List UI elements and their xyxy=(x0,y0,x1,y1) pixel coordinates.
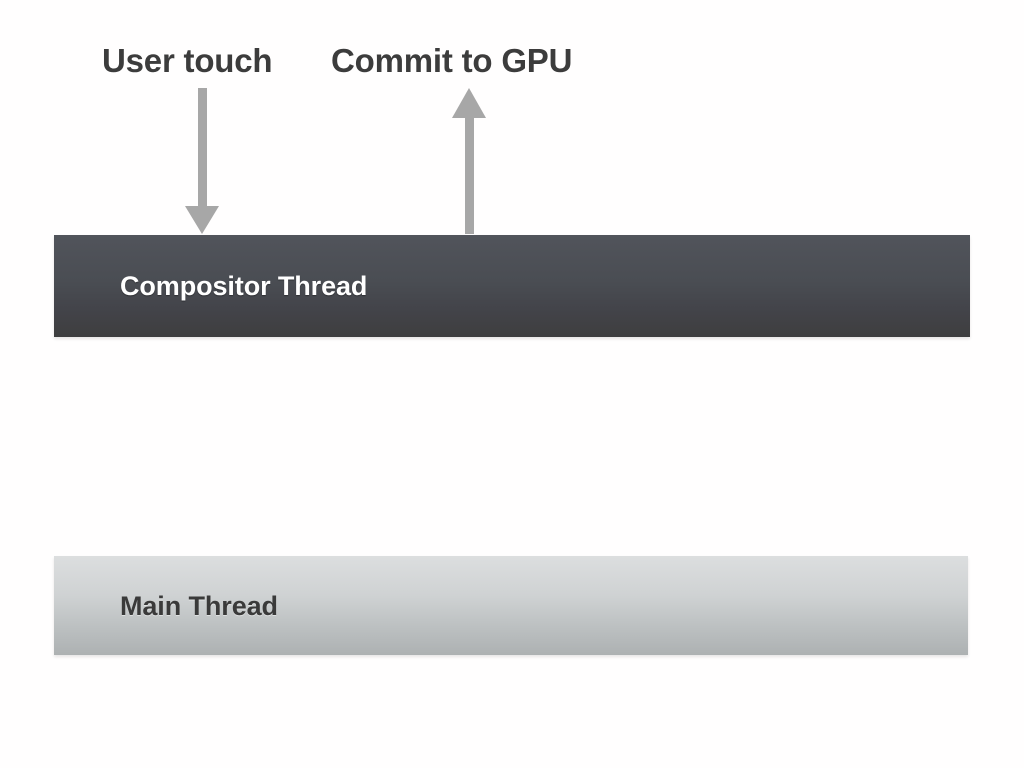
arrow-up-icon xyxy=(452,88,486,234)
thread-bar-label-compositor-thread: Compositor Thread xyxy=(120,271,368,301)
arrow-head xyxy=(185,206,219,234)
annotation-label-commit-gpu: Commit to GPU xyxy=(331,42,573,79)
arrow-head xyxy=(452,88,486,118)
thread-bar-compositor-thread: Compositor Thread xyxy=(54,235,970,337)
thread-bar-label-main-thread: Main Thread xyxy=(120,590,278,621)
arrow-shaft xyxy=(197,88,207,206)
annotation-label-user-touch: User touch xyxy=(102,42,273,79)
arrow-shaft xyxy=(464,117,474,234)
arrow-down-icon xyxy=(185,88,219,234)
thread-bar-main-thread: Main Thread xyxy=(54,556,968,655)
